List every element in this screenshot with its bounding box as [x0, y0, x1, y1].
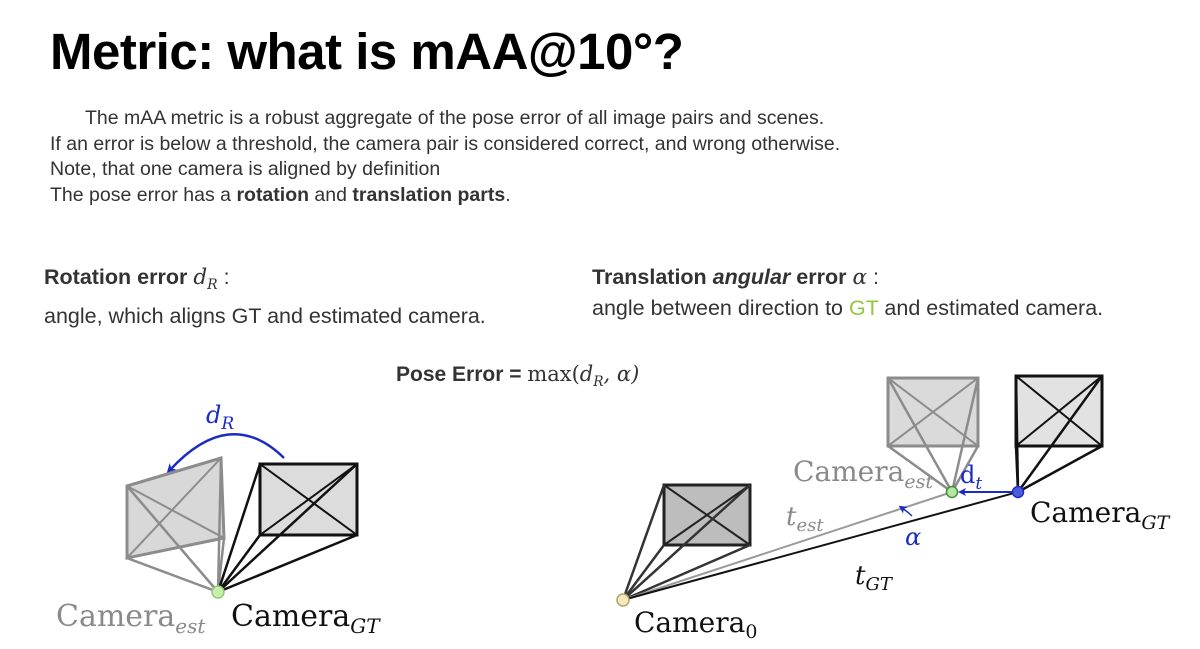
pose-formula-suffix: , α)	[603, 362, 640, 386]
right-diagram: Cameraest dt CameraGT test α tGT Camera0	[616, 374, 1171, 643]
pose-formula-prefix: max(	[527, 362, 580, 386]
pose-formula-d: d	[579, 362, 594, 386]
rotation-error-description: angle, which aligns GT and estimated cam…	[44, 303, 486, 328]
camera-est-label-right: Cameraest	[793, 455, 933, 493]
camera-gt-label-left: CameraGT	[231, 599, 381, 638]
camera-gt-frustum-left	[216, 462, 359, 594]
translation-heading-suffix: error	[790, 265, 847, 289]
camera-center-gt-right	[1011, 485, 1025, 499]
translation-error-heading: Translation angular error α :	[592, 262, 1103, 293]
camera-est-frustum-right	[886, 376, 980, 494]
alpha-arc	[898, 505, 913, 517]
rotation-error-block: Rotation error dR : angle, which aligns …	[44, 262, 486, 332]
camera-0-frustum	[621, 483, 752, 602]
rotation-arrow	[166, 432, 285, 474]
translation-desc-suffix: and estimated camera.	[878, 296, 1104, 320]
camera-gt-frustum-right	[1014, 374, 1104, 494]
dr-label: dR	[206, 401, 234, 434]
alpha-label: α	[905, 523, 921, 551]
rotation-heading-text: Rotation error	[44, 265, 188, 289]
intro-rotation-term: rotation	[236, 183, 310, 206]
camera-est-frustum-left	[125, 456, 226, 594]
t-est-ray	[622, 491, 953, 601]
intro-line-1: The mAA metric is a robust aggregate of …	[85, 107, 825, 129]
slide-title: Metric: what is mAA@10°?	[50, 23, 684, 80]
intro-translation-term: translation parts	[352, 183, 506, 206]
pose-error-formula: Pose Error = max(dR, α)	[396, 362, 639, 390]
intro-line-4: The pose error has a rotation and transl…	[50, 183, 840, 209]
camera-center-est-right	[945, 485, 959, 499]
intro-line-3: Note, that one camera is aligned by defi…	[50, 158, 441, 180]
pose-error-expression: max(dR, α)	[527, 362, 640, 390]
pose-formula-sub: R	[593, 373, 604, 390]
rotation-colon: :	[217, 265, 230, 289]
camera-gt-label-right: CameraGT	[1030, 496, 1171, 534]
intro-line-4-prefix: The pose error has a	[50, 183, 237, 206]
rotation-symbol: dR	[193, 265, 218, 293]
translation-desc-gt: GT	[848, 296, 879, 320]
t-gt-ray	[622, 491, 1019, 601]
translation-error-description: angle between direction to GT and estima…	[592, 293, 1103, 324]
translation-colon: :	[867, 265, 879, 289]
t-gt-label: tGT	[855, 561, 894, 595]
translation-heading-italic: angular	[712, 265, 791, 289]
camera-center-left	[211, 585, 225, 599]
rotation-symbol-sub: R	[207, 276, 218, 293]
camera-center-0	[616, 593, 630, 607]
camera-est-label-left: Cameraest	[56, 599, 206, 638]
left-diagram: dR Cameraest CameraGT	[56, 401, 381, 638]
translation-desc-prefix: angle between direction to	[592, 296, 849, 320]
translation-heading-prefix: Translation	[592, 265, 713, 289]
translation-symbol: α	[852, 265, 868, 290]
translation-error-block: Translation angular error α : angle betw…	[592, 262, 1103, 324]
pose-error-label: Pose Error =	[396, 363, 528, 386]
t-est-label: test	[786, 502, 824, 536]
intro-line-4-suffix: .	[505, 183, 511, 206]
camera-0-label: Camera0	[634, 606, 757, 643]
rotation-error-heading: Rotation error dR :	[44, 262, 486, 301]
intro-paragraph: The mAA metric is a robust aggregate of …	[50, 106, 840, 208]
intro-line-4-and: and	[309, 183, 353, 206]
rotation-symbol-d: d	[193, 265, 208, 290]
dt-label: dt	[960, 461, 982, 494]
intro-line-2: If an error is below a threshold, the ca…	[50, 132, 841, 155]
